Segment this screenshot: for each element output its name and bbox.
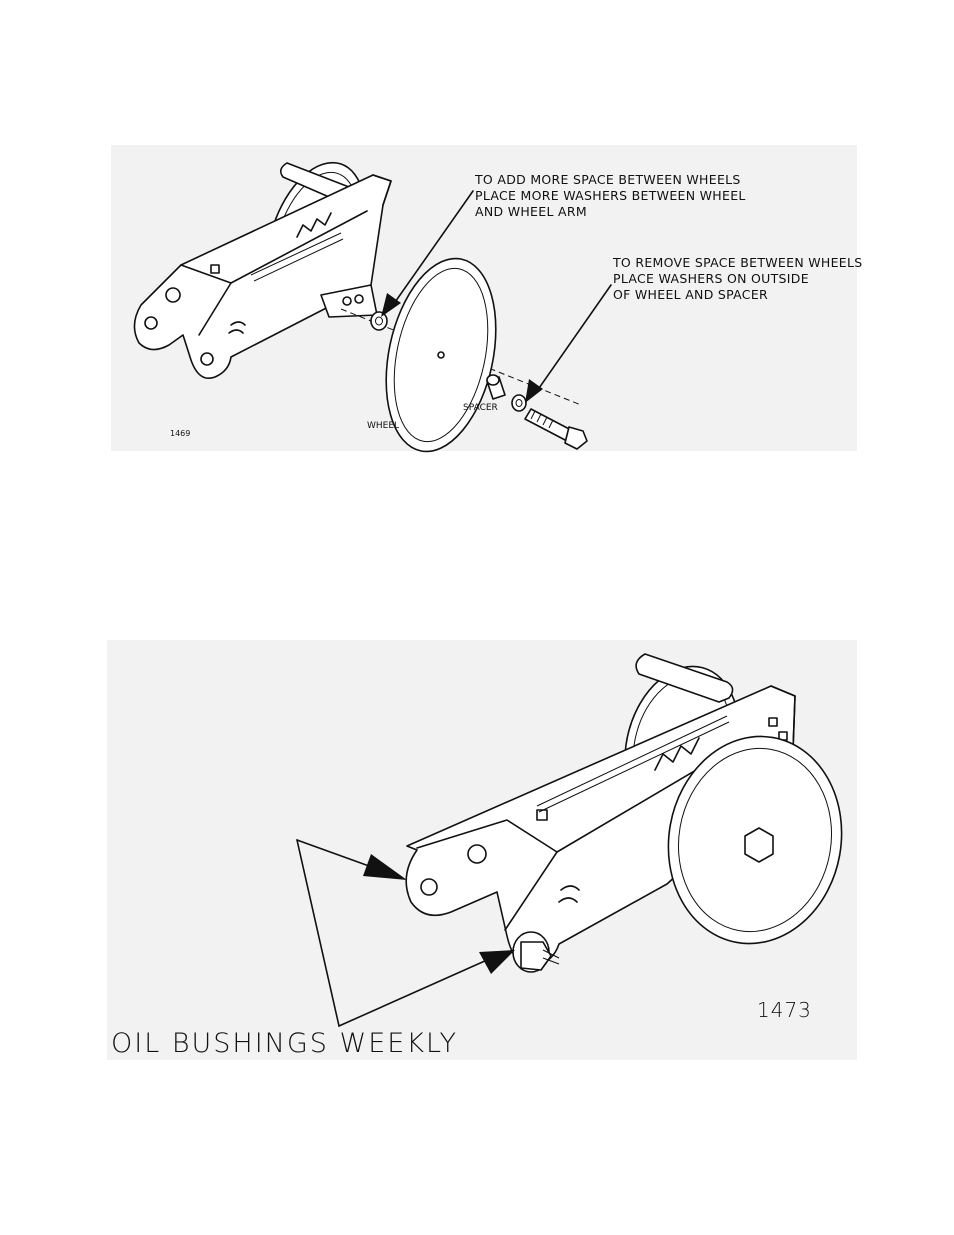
oil-bushings-diagram: 1473 OIL BUSHINGS WEEKLY bbox=[107, 640, 857, 1060]
remove-space-note: TO REMOVE SPACE BETWEEN WHEELS PLACE WAS… bbox=[613, 255, 863, 303]
figure-number: 1469 bbox=[170, 429, 190, 438]
note-line: PLACE WASHERS ON OUTSIDE bbox=[613, 271, 863, 287]
note-line: TO ADD MORE SPACE BETWEEN WHEELS bbox=[475, 172, 746, 188]
inner-washer bbox=[371, 312, 387, 330]
note-line: PLACE MORE WASHERS BETWEEN WHEEL bbox=[475, 188, 746, 204]
note-line: AND WHEEL ARM bbox=[475, 204, 746, 220]
wheel-hub-nut bbox=[745, 828, 773, 862]
oil-bushings-title: OIL BUSHINGS WEEKLY bbox=[111, 1028, 458, 1059]
note-line: OF WHEEL AND SPACER bbox=[613, 287, 863, 303]
wheel-label: WHEEL bbox=[367, 421, 399, 431]
add-space-note: TO ADD MORE SPACE BETWEEN WHEELS PLACE M… bbox=[475, 172, 746, 220]
figure-number: 1473 bbox=[757, 998, 812, 1022]
wheel-spacing-diagram: TO ADD MORE SPACE BETWEEN WHEELS PLACE M… bbox=[111, 145, 857, 451]
outer-washer bbox=[512, 395, 526, 411]
wheel-arm-assembled-drawing bbox=[107, 640, 857, 1060]
spacer-label: SPACER bbox=[463, 403, 498, 413]
bolt bbox=[525, 409, 573, 441]
note-line: TO REMOVE SPACE BETWEEN WHEELS bbox=[613, 255, 863, 271]
